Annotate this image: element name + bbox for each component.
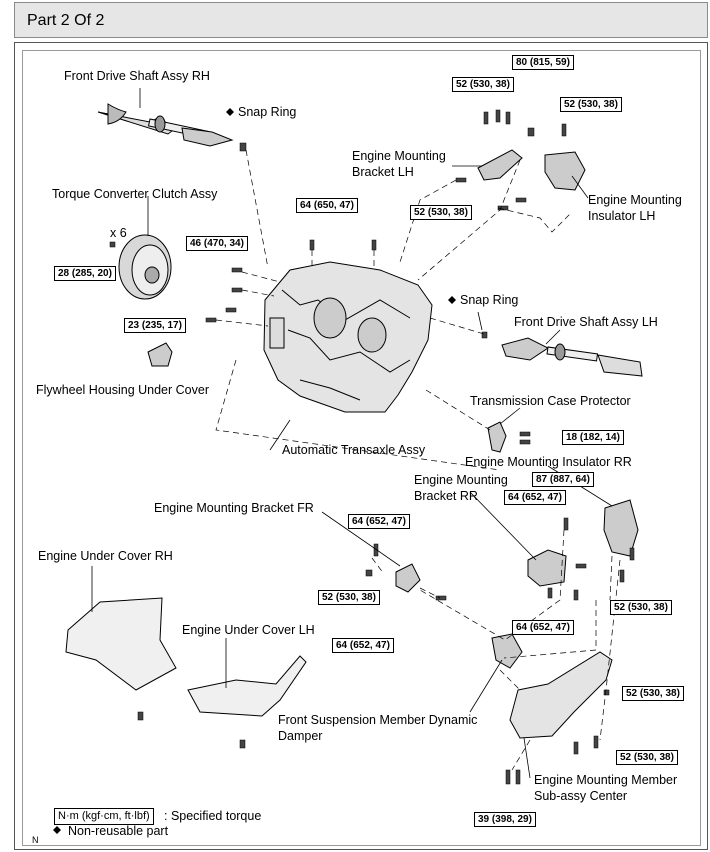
nonreusable-diamonds [53, 108, 456, 834]
torque-52-g: 52 (530, 38) [616, 750, 678, 765]
label-front-drive-shaft-lh: Front Drive Shaft Assy LH [514, 315, 658, 329]
transaxle-body [263, 261, 433, 413]
torque-80: 80 (815, 59) [512, 55, 574, 70]
diagram-frame [14, 42, 708, 850]
torque-52-a: 52 (530, 38) [452, 77, 514, 92]
label-mount-insulator-rr: Engine Mounting Insulator RR [465, 455, 632, 469]
dashed-lines [215, 149, 621, 771]
torque-23: 23 (235, 17) [124, 318, 186, 333]
label-flywheel-cover: Flywheel Housing Under Cover [36, 383, 209, 397]
label-x6: x 6 [110, 226, 127, 240]
torque-18: 18 (182, 14) [562, 430, 624, 445]
label-snap-ring-1: Snap Ring [238, 105, 297, 119]
legend-nonreusable-text: Non-reusable part [68, 824, 169, 838]
flywheel-cover-part [147, 342, 173, 367]
torque-64-c: 64 (652, 47) [348, 514, 410, 529]
torque-52-c: 52 (530, 38) [410, 205, 472, 220]
diagram-inner-border [22, 50, 701, 846]
label-torque-converter: Torque Converter Clutch Assy [52, 187, 218, 201]
torque-87: 87 (887, 64) [532, 472, 594, 487]
torque-52-b: 52 (530, 38) [560, 97, 622, 112]
under-cover-rh-part [65, 597, 177, 691]
trans-case-protector-part [487, 421, 507, 453]
torque-52-d: 52 (530, 38) [318, 590, 380, 605]
mount-insulator-rr-part [603, 499, 639, 557]
front-drive-shaft-lh [501, 337, 643, 377]
bolt-set [109, 109, 635, 785]
torque-28: 28 (285, 20) [54, 266, 116, 281]
torque-39: 39 (398, 29) [474, 812, 536, 827]
under-cover-lh-part [187, 655, 307, 717]
torque-64-a: 64 (650, 47) [296, 198, 358, 213]
front-drive-shaft-rh [97, 103, 234, 147]
torque-64-d: 64 (652, 47) [512, 620, 574, 635]
label-mount-bracket-rr: Engine Mounting Bracket RR [414, 473, 508, 503]
legend-torque-text: : Specified torque [164, 809, 262, 823]
mount-bracket-fr-part [395, 563, 421, 593]
mount-member-center-part [509, 651, 613, 739]
legend-corner-letter: N [32, 835, 39, 845]
label-mount-bracket-lh: Engine Mounting Bracket LH [352, 149, 446, 179]
label-snap-ring-2: Snap Ring [460, 293, 519, 307]
legend-torque-box: N·m (kgf·cm, ft·lbf) [54, 808, 154, 825]
torque-52-e: 52 (530, 38) [610, 600, 672, 615]
torque-64-b: 64 (652, 47) [504, 490, 566, 505]
mount-bracket-rr-part [527, 549, 567, 587]
label-trans-case-protector: Transmission Case Protector [470, 394, 631, 408]
page-title: Part 2 Of 2 [27, 12, 105, 29]
torque-64-e: 64 (652, 47) [332, 638, 394, 653]
label-mount-insulator-lh: Engine Mounting Insulator LH [588, 193, 682, 223]
torque-52-f: 52 (530, 38) [622, 686, 684, 701]
mount-bracket-lh-part [477, 149, 523, 181]
label-mount-bracket-fr: Engine Mounting Bracket FR [154, 501, 314, 515]
label-dynamic-damper: Front Suspension Member Dynamic Damper [278, 713, 478, 743]
label-under-cover-lh: Engine Under Cover LH [182, 623, 315, 637]
torque-converter [118, 234, 172, 300]
label-under-cover-rh: Engine Under Cover RH [38, 549, 173, 563]
label-front-drive-shaft-rh: Front Drive Shaft Assy RH [64, 69, 210, 83]
mount-insulator-lh-part [544, 151, 586, 191]
torque-46: 46 (470, 34) [186, 236, 248, 251]
label-auto-transaxle: Automatic Transaxle Assy [282, 443, 426, 457]
label-member-center: Engine Mounting Member Sub-assy Center [534, 773, 678, 803]
dynamic-damper-part [491, 633, 523, 669]
header-bar: Part 2 Of 2 [14, 2, 708, 38]
